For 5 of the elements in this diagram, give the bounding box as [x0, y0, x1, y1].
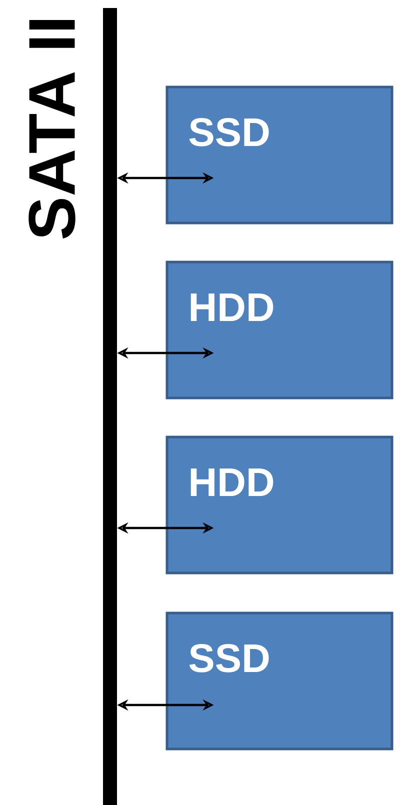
drive-box: HDD — [166, 436, 394, 574]
drive-box: SSD — [166, 612, 394, 750]
drive-box: HDD — [166, 260, 394, 400]
bus-label: SATA II — [28, 20, 76, 239]
drive-box: SSD — [166, 86, 394, 224]
